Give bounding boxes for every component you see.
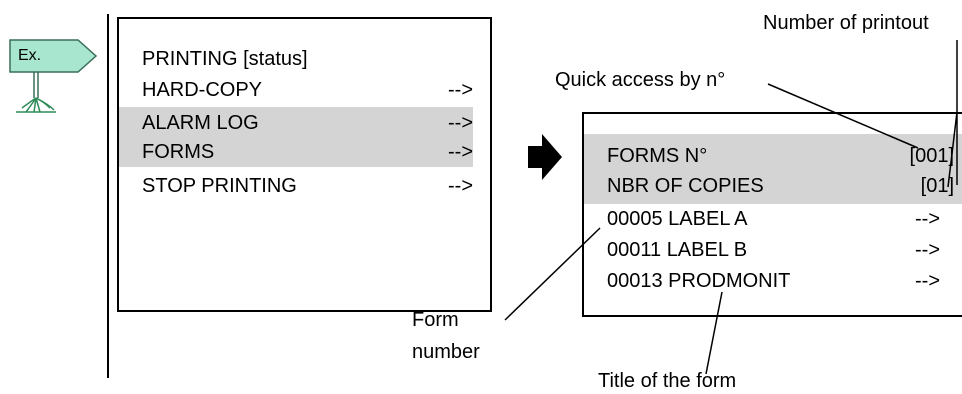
form-item-label: 00005 LABEL A: [607, 208, 748, 230]
field-value[interactable]: [01]: [920, 175, 954, 197]
form-item-label-a[interactable]: 00005 LABEL A -->: [607, 206, 940, 232]
menu-item-forms[interactable]: FORMS -->: [142, 139, 473, 165]
example-signpost: Ex.: [4, 36, 104, 116]
field-label: NBR OF COPIES: [607, 175, 764, 197]
menu-item-label: STOP PRINTING: [142, 175, 297, 197]
menu-item-label: FORMS: [142, 141, 215, 163]
menu-item-arrow: -->: [448, 112, 473, 134]
annotation-form-number-line1: Form: [412, 309, 459, 331]
field-value[interactable]: [001]: [909, 145, 954, 167]
signpost-icon: [9, 39, 98, 113]
highlight-band: [119, 107, 473, 167]
menu-item-arrow: -->: [448, 175, 473, 197]
menu-item-hard-copy[interactable]: HARD-COPY -->: [142, 77, 473, 103]
leader-line-title: [705, 291, 723, 375]
menu-item-arrow: -->: [448, 141, 473, 163]
leader-line-form-number: [504, 227, 601, 321]
form-item-arrow: -->: [915, 208, 940, 230]
menu-item-label: ALARM LOG: [142, 112, 259, 134]
annotation-number-of-printout: Number of printout: [763, 12, 929, 34]
leader-line-quick-access: [767, 83, 919, 149]
example-label: Ex.: [18, 47, 42, 64]
form-item-label: 00011 LABEL B: [607, 239, 748, 261]
transition-arrow-icon: [528, 134, 562, 180]
forms-menu-panel: [582, 112, 962, 317]
menu-item-label: HARD-COPY: [142, 79, 263, 101]
printing-menu-title: PRINTING [status]: [142, 48, 308, 70]
annotation-title-of-form: Title of the form: [598, 370, 737, 392]
form-item-arrow: -->: [915, 270, 940, 292]
field-label: FORMS N°: [607, 145, 708, 167]
form-item-label-b[interactable]: 00011 LABEL B -->: [607, 237, 940, 263]
copies-number-field[interactable]: NBR OF COPIES [01]: [607, 173, 954, 199]
highlight-band: [584, 134, 962, 204]
printing-menu-panel: [117, 17, 492, 312]
menu-item-alarm-log[interactable]: ALARM LOG -->: [142, 110, 473, 136]
form-item-label: 00013 PRODMONIT: [607, 270, 791, 292]
form-item-prodmonit[interactable]: 00013 PRODMONIT -->: [607, 268, 940, 294]
vertical-divider: [107, 14, 109, 378]
annotation-form-number-line2: number: [412, 341, 480, 363]
menu-item-arrow: -->: [448, 79, 473, 101]
forms-number-field[interactable]: FORMS N° [001]: [607, 143, 954, 169]
menu-item-stop-printing[interactable]: STOP PRINTING -->: [142, 173, 473, 199]
form-item-arrow: -->: [915, 239, 940, 261]
annotation-quick-access: Quick access by n°: [555, 69, 726, 91]
leader-line-printout-tip: [947, 111, 958, 188]
